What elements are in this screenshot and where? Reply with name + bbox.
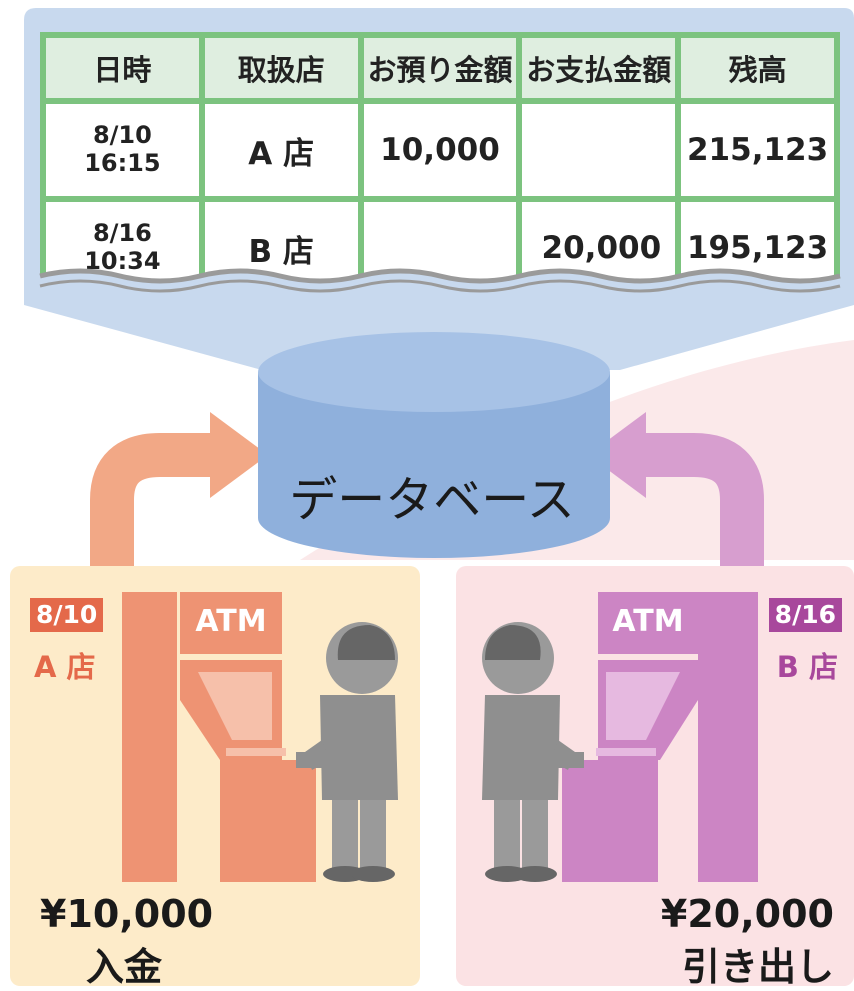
date-badge: 8/16 <box>768 598 842 632</box>
left-panel-background <box>10 566 420 986</box>
cell-deposit <box>357 196 523 294</box>
cell-deposit: 10,000 <box>357 98 523 202</box>
header-deposit: お預り金額 <box>357 32 523 104</box>
cell-shop: A 店 <box>198 98 364 202</box>
atm-machine-icon <box>562 592 758 882</box>
person-icon <box>482 622 584 882</box>
cell-balance: 195,123 <box>675 196 840 294</box>
atm-label: ATM <box>195 604 267 639</box>
transaction-table: 日時 取扱店 お預り金額 お支払金額 残高 8/10 16:15 A 店 10,… <box>40 32 840 294</box>
header-withdrawal: お支払金額 <box>516 32 682 104</box>
cell-datetime: 8/16 10:34 <box>40 196 205 294</box>
cell-withdrawal <box>516 98 682 202</box>
header-balance: 残高 <box>675 32 840 104</box>
action-label: 入金 <box>86 945 163 989</box>
database-icon <box>258 332 610 558</box>
cell-shop: B 店 <box>198 196 364 294</box>
shop-label: A 店 <box>34 650 96 684</box>
table-row: 8/10 16:15 A 店 10,000 215,123 <box>40 98 840 202</box>
cell-time: 10:34 <box>84 247 161 275</box>
person-icon <box>296 622 398 882</box>
arrow-up-right-icon <box>90 433 215 566</box>
table-row: 8/16 10:34 B 店 20,000 195,123 <box>40 196 840 294</box>
header-shop: 取扱店 <box>198 32 364 104</box>
cell-balance: 215,123 <box>675 98 840 202</box>
table-header-row: 日時 取扱店 お預り金額 お支払金額 残高 <box>40 32 840 104</box>
header-datetime: 日時 <box>40 32 205 104</box>
atm-machine-icon <box>122 592 316 882</box>
atm-label: ATM <box>612 604 684 639</box>
cell-date: 8/16 <box>92 219 152 248</box>
arrow-head-left <box>588 412 646 498</box>
action-label: 引き出し <box>681 945 834 989</box>
amount-label: ¥10,000 <box>40 892 214 936</box>
cell-date: 8/10 <box>92 121 152 150</box>
shop-label: B 店 <box>776 650 838 684</box>
date-badge: 8/10 <box>30 598 104 632</box>
amount-label: ¥20,000 <box>660 892 834 936</box>
cell-withdrawal: 20,000 <box>516 196 682 294</box>
arrow-head-right <box>210 412 268 498</box>
database-label: データベース <box>289 472 575 528</box>
cell-datetime: 8/10 16:15 <box>40 98 205 202</box>
arrow-up-left-icon <box>640 433 764 566</box>
cell-time: 16:15 <box>84 149 161 177</box>
